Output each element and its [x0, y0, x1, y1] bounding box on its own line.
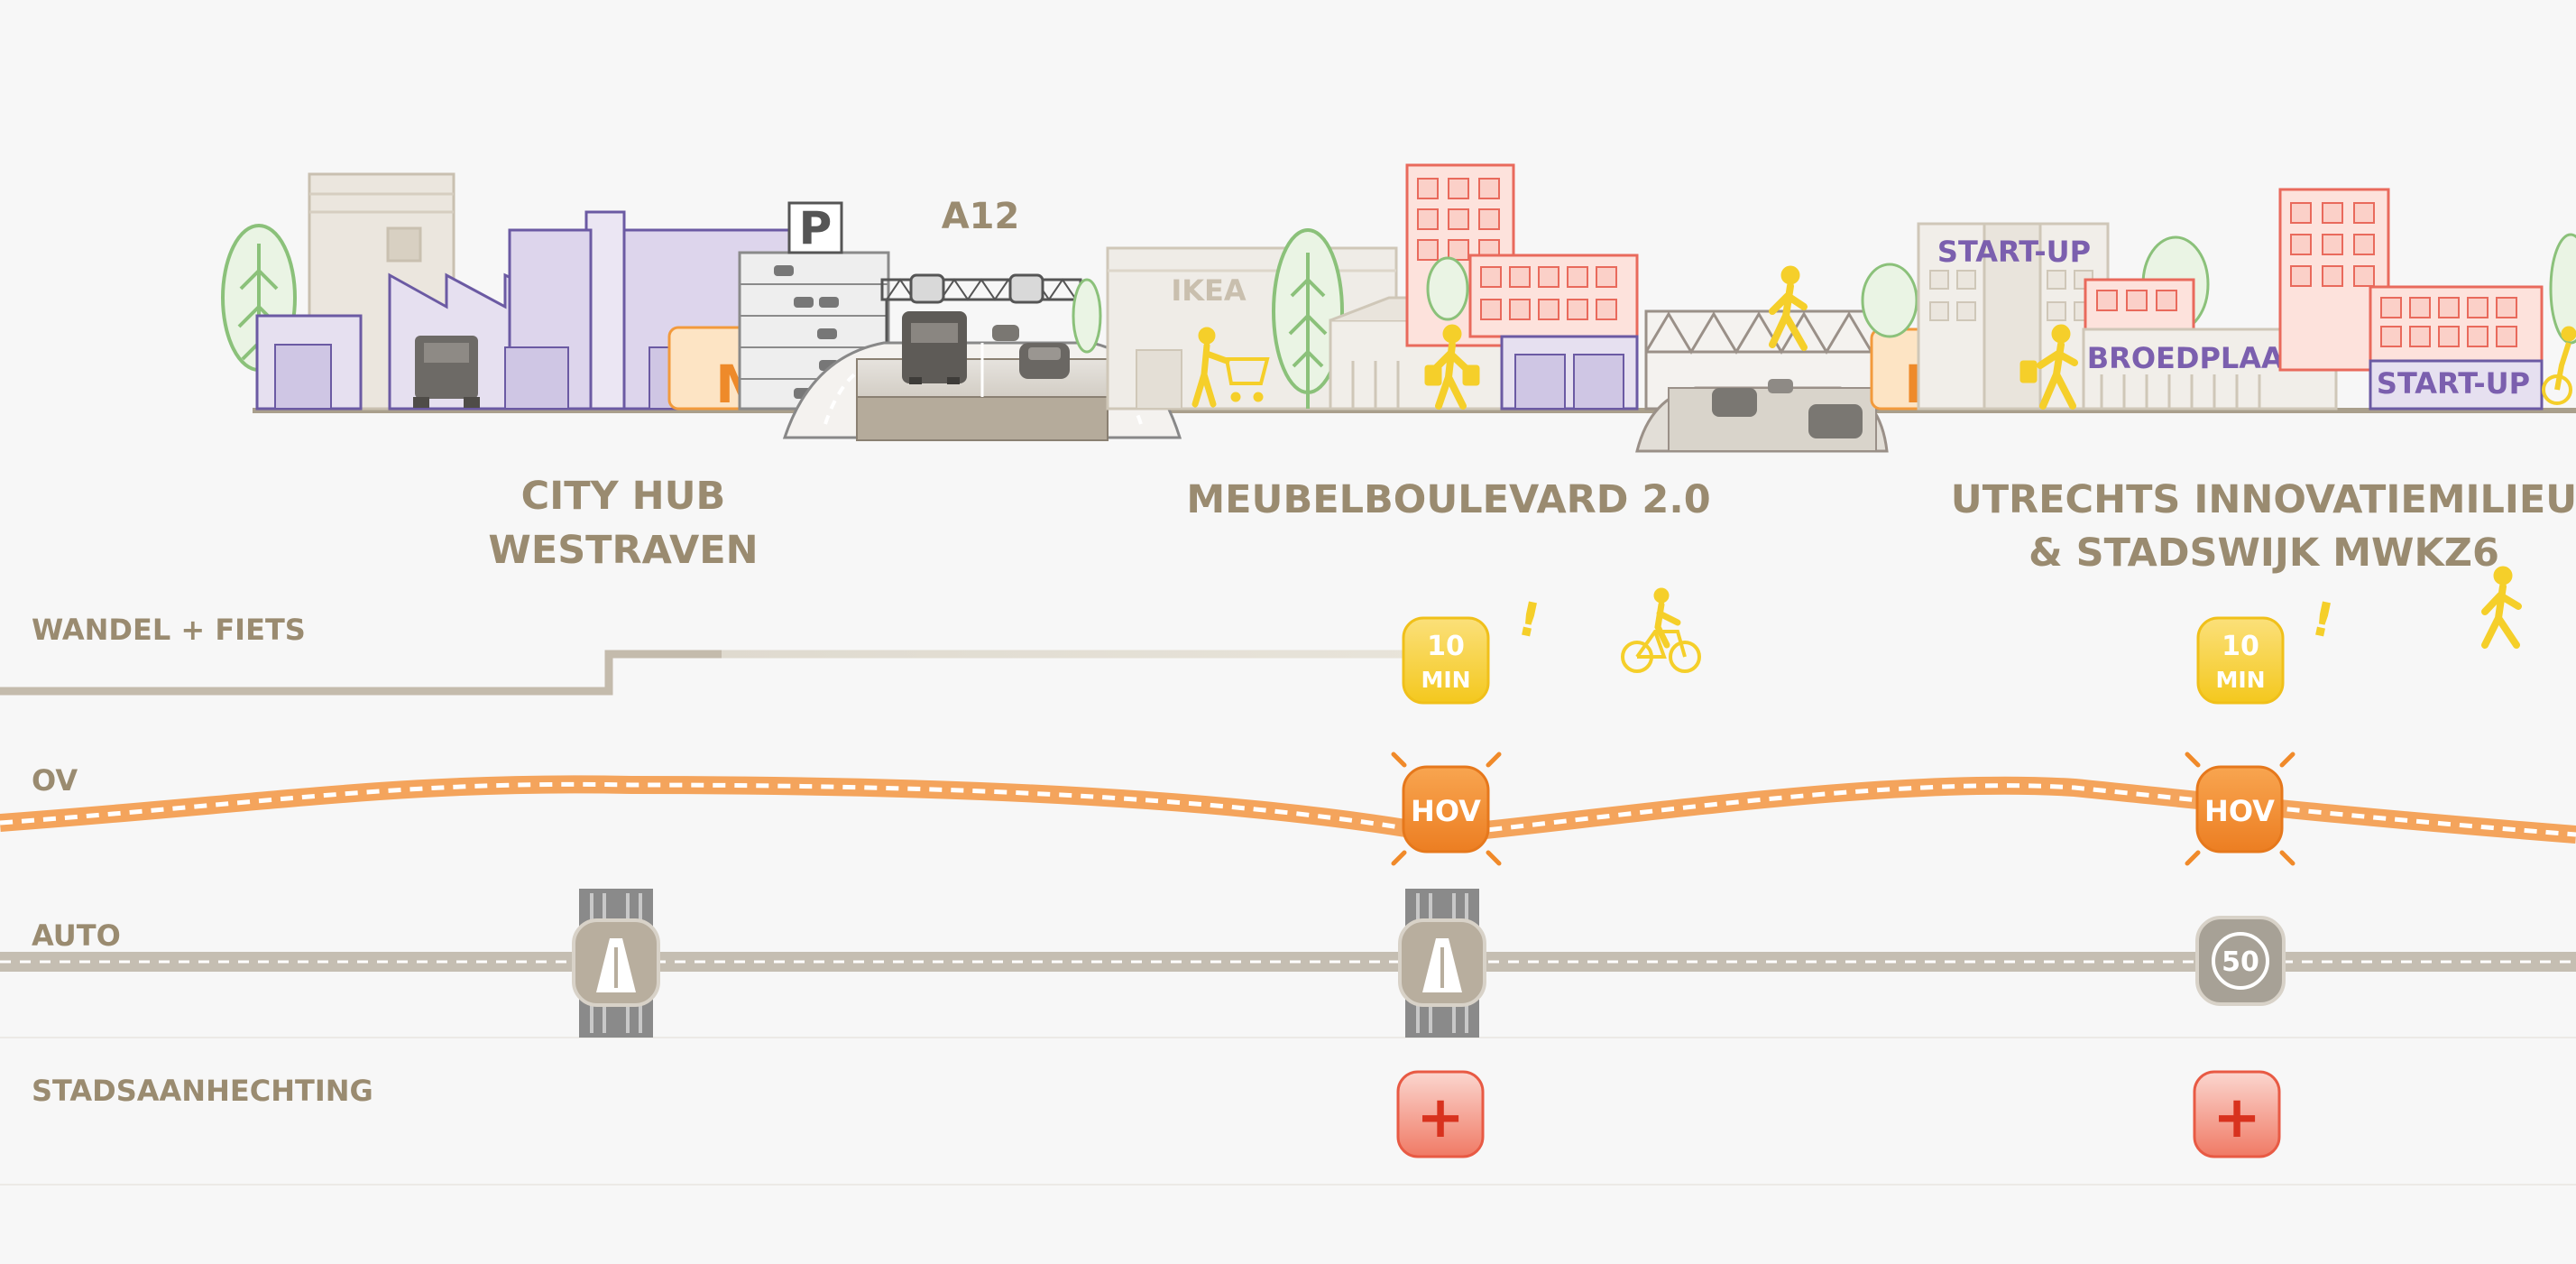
svg-text:MIN: MIN	[2215, 667, 2265, 693]
residential-tower	[1405, 163, 1639, 411]
parking-icon: P	[799, 202, 833, 254]
svg-text:10: 10	[2222, 631, 2259, 662]
speed-limit-icon: 50	[2195, 916, 2286, 1006]
ten-minute-badge: 10 MIN	[2196, 616, 2285, 705]
row-label-ov: OV	[32, 763, 78, 798]
ten-minute-badge: 10 MIN	[1402, 616, 1490, 705]
ov-line-dashes	[0, 781, 2576, 837]
truck-icon	[413, 336, 480, 408]
bicycle-icon	[1621, 587, 1701, 673]
residential-tower: START-UP	[2278, 188, 2544, 411]
warehouse-left	[255, 314, 363, 411]
auto-row: 50	[0, 889, 2576, 1038]
pedestrian-icon	[2481, 566, 2522, 649]
svg-text:50: 50	[2222, 946, 2259, 978]
walk-line-gray-dark	[0, 650, 722, 696]
svg-text:+: +	[1416, 1084, 1465, 1151]
stad-row: + +	[1396, 1070, 2281, 1158]
svg-text:HOV: HOV	[1411, 794, 1481, 828]
tree-icon	[1072, 278, 1102, 354]
car-icon	[1019, 343, 1070, 379]
highway-icon	[1398, 889, 1486, 1038]
ikea-label: IKEA	[1171, 273, 1247, 308]
plus-icon: +	[1396, 1070, 1485, 1158]
ov-row: HOV HOV	[0, 752, 2576, 866]
tree-icon	[1272, 228, 1344, 409]
svg-text:+: +	[2213, 1084, 2261, 1151]
pedestrian-bridge	[1635, 265, 1889, 453]
highway-icon	[572, 889, 660, 1038]
startup-tower: START-UP	[1917, 222, 2110, 411]
hov-station-badge: HOV	[2185, 752, 2295, 866]
city-illustration: M P A12	[221, 163, 2576, 453]
car-icon	[1712, 379, 1863, 438]
place-title-cityhub-2: WESTRAVEN	[488, 528, 758, 573]
place-title-meubel: MEUBELBOULEVARD 2.0	[1186, 477, 1710, 522]
plus-icon: +	[2193, 1070, 2281, 1158]
tree-icon	[1861, 263, 1918, 338]
hov-station-badge: HOV	[1391, 752, 1502, 866]
svg-text:10: 10	[1427, 631, 1465, 662]
place-title-utrecht-1: UTRECHTS INNOVATIEMILIEU	[1951, 477, 2576, 522]
pedestrian-icon	[1424, 324, 1480, 410]
truck-icon	[902, 311, 967, 384]
a12-label: A12	[942, 196, 1020, 237]
pedestrian-icon	[2019, 324, 2078, 410]
row-label-auto: AUTO	[32, 918, 121, 953]
car-icon	[992, 325, 1019, 341]
row-label-walk: WANDEL + FIETS	[32, 613, 306, 647]
ground-line	[253, 408, 2576, 413]
startup-label: START-UP	[2377, 366, 2530, 401]
pedestrian-icon	[1769, 265, 1808, 351]
walk-bike-row: 10 MIN ! 10 MIN !	[0, 566, 2576, 705]
startup-label: START-UP	[1937, 235, 2091, 269]
svg-text:HOV: HOV	[2204, 794, 2275, 828]
tree-icon	[1426, 256, 1469, 321]
place-title-utrecht-2: & STADSWIJK MWKZ6	[2029, 531, 2499, 576]
place-titles: CITY HUB WESTRAVEN MEUBELBOULEVARD 2.0 U…	[488, 474, 2576, 576]
place-title-cityhub-1: CITY HUB	[521, 474, 726, 519]
walk-line-gray	[0, 650, 1443, 696]
exclamation-icon: !	[1513, 592, 1545, 650]
tree-icon	[2549, 233, 2576, 345]
row-label-stad: STADSAANHECHTING	[32, 1074, 373, 1108]
exclamation-icon: !	[2306, 592, 2339, 650]
svg-text:MIN: MIN	[1421, 667, 1470, 693]
ov-line	[0, 775, 2576, 844]
bicycle-icon	[2542, 326, 2576, 405]
shopping-cart-icon	[1191, 327, 1270, 408]
a12-highway: A12	[782, 196, 1182, 441]
row-labels: WANDEL + FIETS OV AUTO STADSAANHECHTING	[32, 613, 373, 1108]
